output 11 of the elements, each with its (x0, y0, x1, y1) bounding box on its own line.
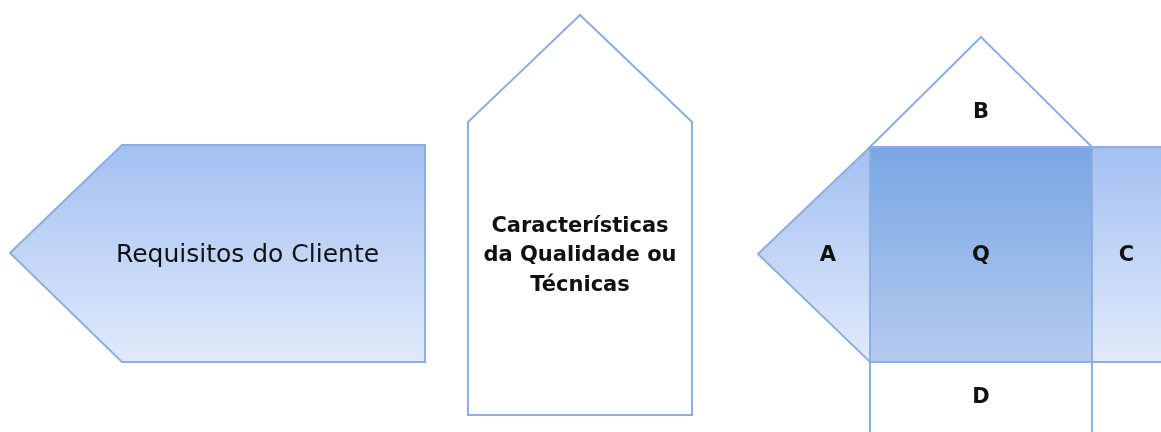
shape-label: Requisitos do Cliente (115, 238, 380, 270)
house-shape (468, 15, 692, 415)
shape-label: Q (972, 240, 990, 268)
triangle-shape (758, 147, 870, 362)
shape-label: Características da Qualidade ou Técnicas (482, 211, 678, 298)
pentagon-arrow (10, 145, 425, 362)
triangle-shape (870, 37, 1092, 147)
shape-label: C (1118, 240, 1135, 268)
shape-label: B (973, 98, 989, 126)
shape-label: A (819, 240, 837, 268)
shape-label: D (972, 383, 990, 411)
